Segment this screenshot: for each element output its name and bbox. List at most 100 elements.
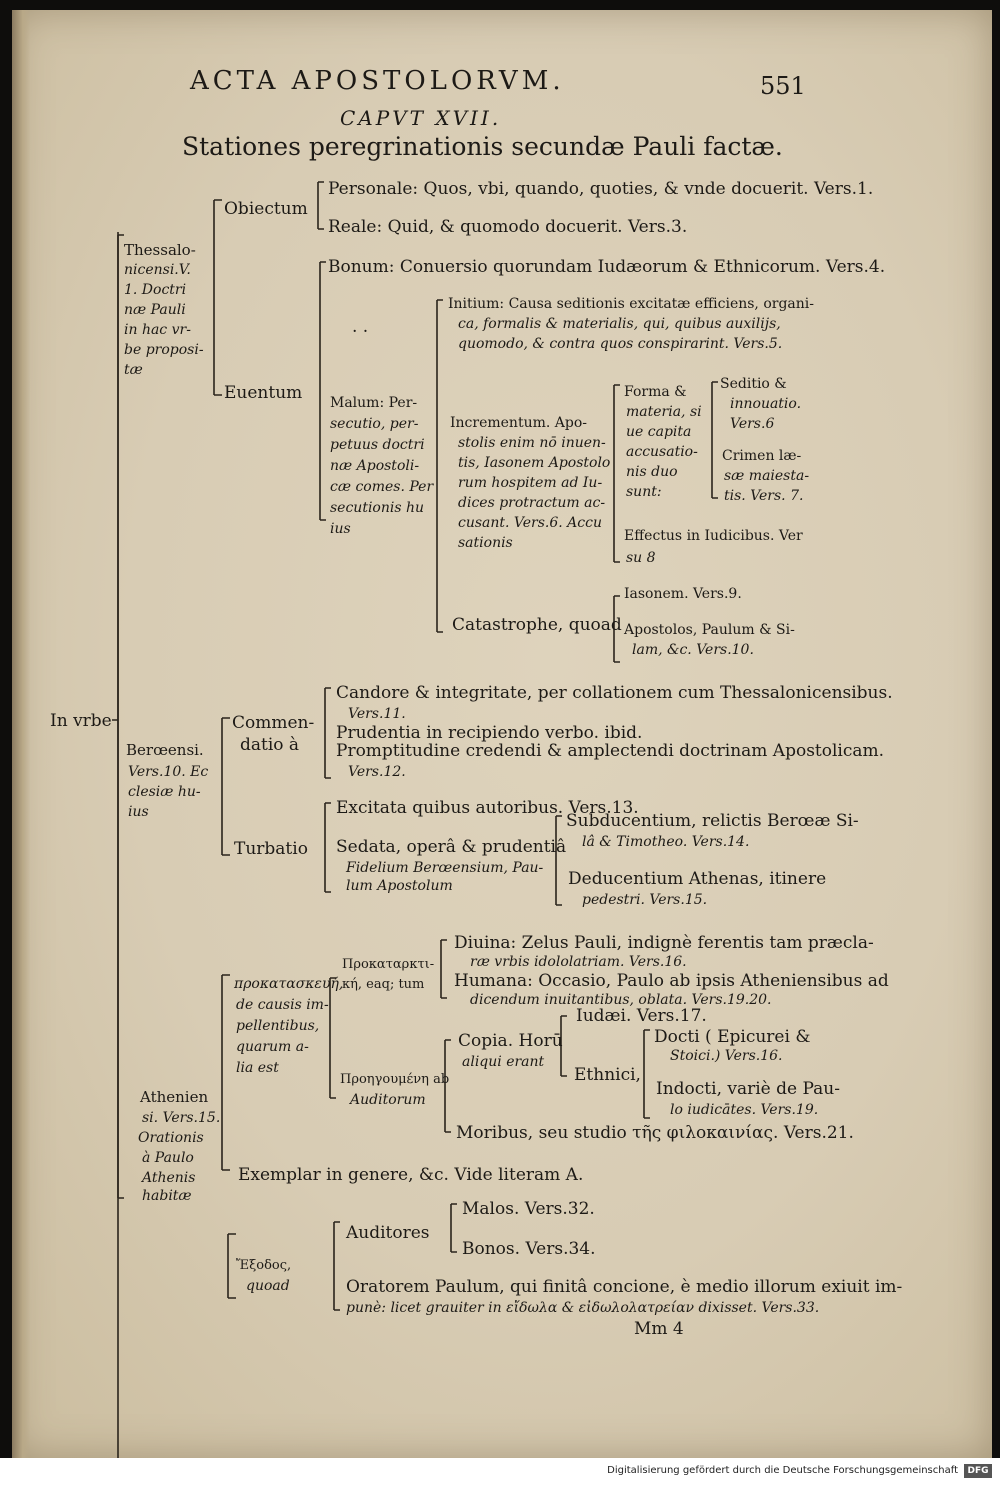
thess-label-1: Thessalo-: [124, 241, 196, 259]
copia-1: Copia. Horū: [458, 1031, 563, 1051]
thess-label-6: be proposi-: [124, 342, 204, 358]
copia-2: aliqui erant: [462, 1054, 545, 1070]
incrementum-7: sationis: [458, 535, 513, 551]
forma-1: Forma &: [624, 384, 687, 400]
athens-label-5: Athenis: [142, 1170, 196, 1186]
iudaei-line: Iudæi. Vers.17.: [576, 1006, 707, 1026]
crimen-2: sæ maiesta-: [724, 468, 810, 484]
incrementum-brace: [613, 384, 620, 563]
excitata-line: Excitata quibus autoribus. Vers.13.: [336, 798, 639, 818]
humana-1: Humana: Occasio, Paulo ab ipsis Athenien…: [454, 971, 889, 991]
reale-line: Reale: Quid, & quomodo docuerit. Vers.3.: [328, 217, 688, 237]
prooem-5: lia est: [236, 1060, 279, 1076]
candore-1: Candore & integritate, per collationem c…: [336, 683, 893, 703]
malum-brace: [436, 299, 443, 633]
promptitudine-1: Promptitudine credendi & amplectendi doc…: [336, 741, 885, 761]
docti-1: Docti ( Epicurei &: [654, 1027, 811, 1047]
thess-label-5: in hac vr-: [124, 322, 191, 338]
initium-1: Initium: Causa seditionis excitatæ effic…: [448, 296, 814, 312]
footer-bar: Digitalisierung gefördert durch die Deut…: [0, 1458, 1000, 1485]
malum-5: cæ comes. Per: [330, 479, 434, 495]
auditores-label: Auditores: [346, 1223, 430, 1243]
athens-label-6: habitæ: [142, 1188, 192, 1204]
euentum-brace: [319, 261, 326, 521]
prooem-brace: [329, 977, 336, 1099]
iasonem-line: Iasonem. Vers.9.: [624, 586, 742, 602]
sedata-brace: [555, 815, 562, 906]
incrementum-2: stolis enim nō inuen-: [458, 435, 606, 451]
effectus-2: su 8: [626, 550, 656, 566]
thess-label-2: nicensi.V.: [124, 262, 191, 278]
root-label: In vrbe: [50, 711, 112, 731]
moribus-line: Moribus, seu studio τῆς φιλοκαινίας. Ver…: [456, 1123, 854, 1143]
exemplar-line: Exemplar in genere, &c. Vide literam A.: [238, 1165, 584, 1185]
quoad-brace: [333, 1221, 340, 1311]
euentum-label: Euentum: [224, 383, 303, 403]
crimen-1: Crimen læ-: [722, 448, 802, 464]
incrementum-6: cusant. Vers.6. Accu: [458, 515, 602, 531]
apostolos-2: lam, &c. Vers.10.: [632, 642, 754, 658]
commendatio-2: datio à: [240, 735, 300, 755]
catastrophe-brace: [613, 595, 620, 663]
athens-label-2: si. Vers.15.: [142, 1110, 221, 1126]
page-gutter-shadow: [12, 10, 30, 1458]
proeg-1: Προηγουμένη ab: [340, 1072, 450, 1087]
proeg-2: Auditorum: [350, 1092, 426, 1108]
chapter-heading: CAPVT XVII.: [340, 106, 502, 130]
ellipsis-dots: . .: [352, 317, 369, 337]
prooem-1: προκατασκευή,: [234, 976, 344, 992]
thess-label-7: tæ: [124, 362, 143, 378]
exodos-1: Ἔξοδος,: [236, 1258, 292, 1273]
initium-2: ca, formalis & materialis, qui, quibus a…: [458, 316, 781, 332]
thess-label-4: næ Pauli: [124, 302, 186, 318]
beroea-label-1: Berœensi.: [126, 741, 204, 759]
forma-2: materia, si: [626, 404, 702, 420]
seditio-2: innouatio.: [730, 396, 802, 412]
prot-2: κή, eaq; tum: [342, 977, 425, 992]
prot-1: Προκαταρκτι-: [342, 957, 435, 972]
forma-3: ue capita: [626, 424, 692, 440]
malum-7: ius: [330, 521, 351, 537]
malum-3: petuus doctri: [330, 437, 425, 453]
book-page: [12, 10, 992, 1458]
dfg-logo: DFG: [964, 1464, 992, 1478]
bonos-line: Bonos. Vers.34.: [462, 1239, 596, 1259]
diuina-2: ræ vrbis idololatriam. Vers.16.: [470, 954, 687, 970]
indocti-2: lo iudicātes. Vers.19.: [670, 1102, 819, 1118]
copia-brace: [560, 1015, 567, 1077]
forma-brace: [711, 381, 718, 499]
auditores-brace: [450, 1203, 457, 1253]
sedata-1: Sedata, operâ & prudentiâ: [336, 837, 567, 857]
malos-line: Malos. Vers.32.: [462, 1199, 595, 1219]
seditio-1: Seditio &: [720, 376, 787, 392]
prooem-3: pellentibus,: [236, 1018, 320, 1034]
commendatio-brace: [324, 687, 331, 779]
commendatio-1: Commen-: [232, 713, 315, 733]
effectus-1: Effectus in Iudicibus. Ver: [624, 528, 803, 544]
seditio-3: Vers.6: [730, 416, 775, 432]
obiectum-brace: [317, 181, 324, 230]
diuina-1: Diuina: Zelus Pauli, indignè ferentis ta…: [454, 933, 874, 953]
forma-4: accusatio-: [626, 444, 698, 460]
running-title: ACTA APOSTOLORVM.: [190, 66, 565, 96]
obiectum-label: Obiectum: [224, 199, 308, 219]
bonum-line: Bonum: Conuersio quorundam Iudæorum & Et…: [328, 257, 886, 277]
prot-brace: [440, 939, 447, 999]
sedata-3: lum Apostolum: [346, 878, 453, 894]
incrementum-1: Incrementum. Apo-: [450, 415, 587, 431]
athens-brace: [221, 974, 230, 1171]
deducentium-1: Deducentium Athenas, itinere: [568, 869, 827, 889]
humana-2: dicendum inuitantibus, oblata. Vers.19.2…: [470, 992, 772, 1008]
exodos-brace: [227, 1233, 236, 1299]
personale-line: Personale: Quos, vbi, quando, quoties, &…: [328, 179, 874, 199]
malum-4: næ Apostoli-: [330, 458, 420, 474]
incrementum-3: tis, Iasonem Apostolo: [458, 455, 611, 471]
ethnici-line: Ethnici,: [574, 1065, 641, 1085]
candore-2: Vers.11.: [348, 706, 406, 722]
beroea-label-3: clesiæ hu-: [128, 784, 201, 800]
proeg-brace: [444, 1039, 451, 1133]
beroea-label-4: ius: [128, 804, 149, 820]
malum-1: Malum: Per-: [330, 395, 418, 411]
